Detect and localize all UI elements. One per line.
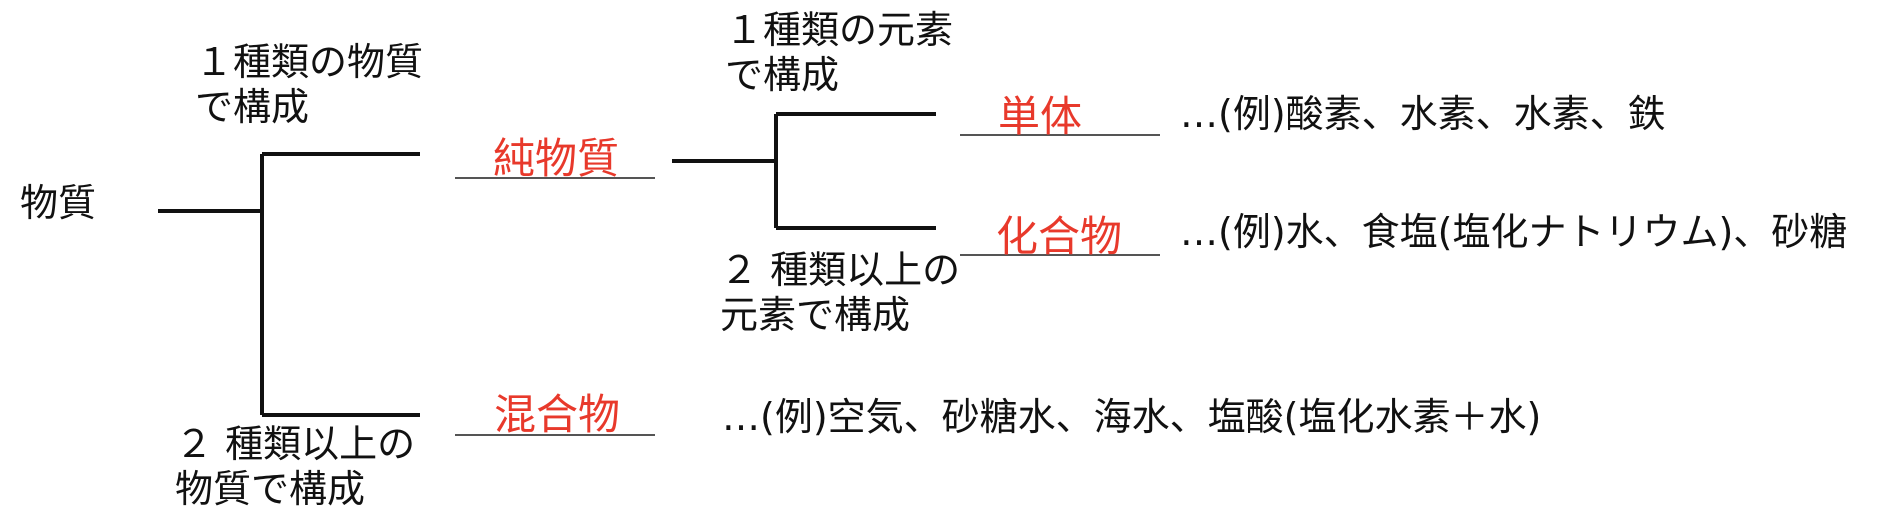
two-elements-label: ２ 種類以上の 元素で構成 [720, 248, 961, 337]
compound-answer: 化合物 [996, 212, 1123, 261]
two-substances-label: ２ 種類以上の 物質で構成 [175, 422, 416, 511]
compound-examples: …(例)水、食塩(塩化ナトリウム)、砂糖 [1180, 210, 1848, 254]
root-label: 物質 [20, 181, 97, 225]
element-examples: …(例)酸素、水素、水素、鉄 [1180, 92, 1666, 136]
element-answer: 単体 [998, 92, 1083, 141]
mixture-examples: …(例)空気、砂糖水、海水、塩酸(塩化水素＋水) [722, 395, 1542, 439]
one-element-label: １種類の元素 で構成 [725, 8, 954, 97]
mixture-answer: 混合物 [494, 390, 621, 439]
one-substance-label: １種類の物質 で構成 [195, 40, 424, 129]
pure-substance-answer: 純物質 [493, 134, 620, 183]
